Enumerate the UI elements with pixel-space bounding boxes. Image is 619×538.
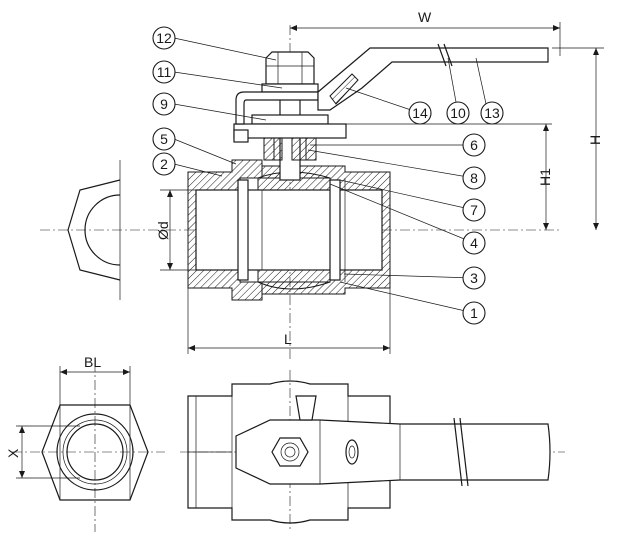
top-sleeve xyxy=(345,439,359,465)
callout-8: 8 xyxy=(462,166,486,190)
callout-leaders xyxy=(173,37,489,314)
top-handle xyxy=(235,419,551,485)
dimensions-section: W H H1 Ød L xyxy=(155,9,604,354)
dim-x-label: X xyxy=(5,448,21,458)
seat-right xyxy=(329,179,341,281)
top-nut-hex xyxy=(271,437,309,467)
handle-arm xyxy=(317,47,549,111)
end-view-arc xyxy=(84,194,121,266)
seat-left xyxy=(237,179,249,281)
dim-d-label: Ød xyxy=(155,221,171,240)
top-body-outline xyxy=(187,380,391,524)
ball-section-lower xyxy=(257,269,331,290)
callout-12-label: 12 xyxy=(156,30,172,46)
hex-outer-circle xyxy=(56,413,134,491)
hex-inner-circle xyxy=(66,423,124,481)
callout-6: 6 xyxy=(462,133,486,157)
callout-9-label: 9 xyxy=(160,96,168,112)
callout-14-label: 14 xyxy=(412,105,428,121)
callout-2-label: 2 xyxy=(160,156,168,172)
callout-12: 12 xyxy=(152,26,176,50)
callout-11: 11 xyxy=(152,60,176,84)
dim-l-label: L xyxy=(284,331,292,347)
dim-h1-label: H1 xyxy=(537,168,553,186)
dim-bl-label: BL xyxy=(84,354,101,370)
callout-10: 10 xyxy=(446,101,470,125)
callout-7: 7 xyxy=(462,198,486,222)
dim-w-label: W xyxy=(418,9,432,25)
end-view-hex xyxy=(67,179,121,281)
callout-6-label: 6 xyxy=(470,137,478,153)
callout-1-label: 1 xyxy=(470,305,478,321)
callout-5-label: 5 xyxy=(160,131,168,147)
callout-3: 3 xyxy=(462,266,486,290)
callout-14: 14 xyxy=(408,101,432,125)
callout-13: 13 xyxy=(480,101,504,125)
callout-8-label: 8 xyxy=(470,170,478,186)
dimensions-hex: BL X xyxy=(5,354,131,479)
callout-1: 1 xyxy=(462,301,486,325)
callout-4: 4 xyxy=(462,231,486,255)
bore xyxy=(195,189,383,271)
handle-sleeve xyxy=(329,73,359,105)
callout-9: 9 xyxy=(152,92,176,116)
callout-5: 5 xyxy=(152,127,176,151)
callout-2: 2 xyxy=(152,152,176,176)
top-stop-lug xyxy=(295,395,317,421)
end-hex-view xyxy=(12,362,165,532)
callout-10-label: 10 xyxy=(450,105,466,121)
top-view xyxy=(180,370,565,532)
handle-washer xyxy=(261,83,319,93)
callout-7-label: 7 xyxy=(470,202,478,218)
callout-11-label: 11 xyxy=(157,64,172,80)
section-view xyxy=(40,25,560,360)
callout-13-label: 13 xyxy=(484,105,500,121)
top-nut xyxy=(265,51,315,85)
callout-3-label: 3 xyxy=(470,270,478,286)
callout-4-label: 4 xyxy=(470,235,478,251)
stop-block xyxy=(233,129,249,143)
dim-h-label: H xyxy=(587,135,603,145)
handle-stop-plate xyxy=(233,123,347,139)
